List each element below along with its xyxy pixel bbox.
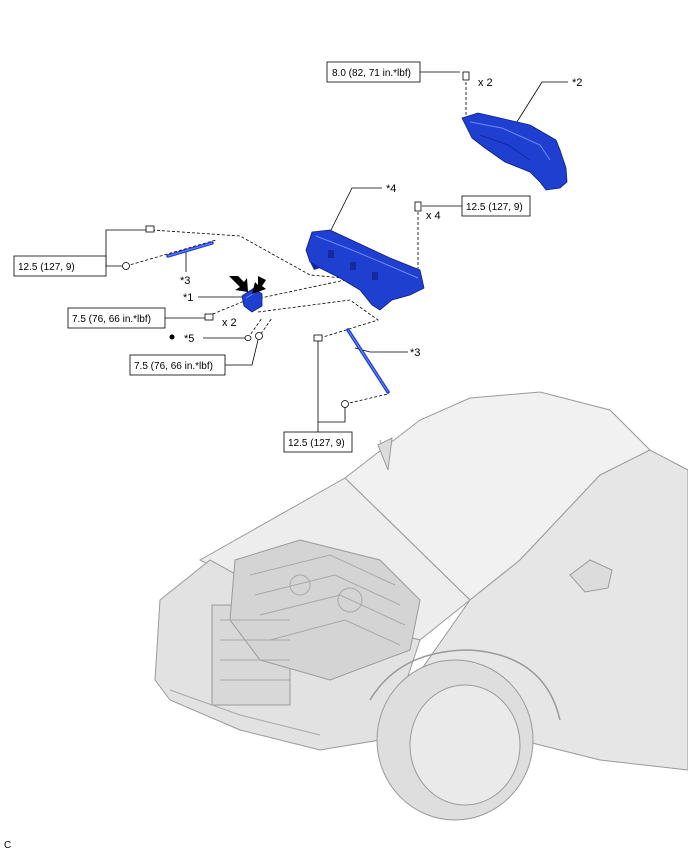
vehicle-tire-inner <box>409 684 521 806</box>
part-strut-right <box>346 328 390 394</box>
leader-lines <box>105 71 568 432</box>
torque-box-cowl: 8.0 (82, 71 in.*lbf) <box>326 61 421 83</box>
torque-box-nut: 7.5 (76, 66 in.*lbf) <box>129 354 226 376</box>
qty-small-bolts: x 2 <box>222 317 237 329</box>
callout-part3-left: *3 <box>180 275 190 287</box>
nut-icon <box>122 262 130 270</box>
arrow-icon <box>252 276 266 294</box>
vehicle-mirror <box>569 559 613 593</box>
torque-box-strut-left: 12.5 (127, 9) <box>13 255 107 277</box>
svg-text:8.0 (82, 71 in.*lbf): 8.0 (82, 71 in.*lbf) <box>332 68 411 79</box>
callout-part3-right: *3 <box>410 347 420 359</box>
vehicle-hood-prop <box>377 437 393 471</box>
torque-box-strut-right: 12.5 (127, 9) <box>283 431 353 453</box>
arrow-icon <box>229 276 248 292</box>
svg-text:7.5 (76, 66 in.*lbf): 7.5 (76, 66 in.*lbf) <box>72 314 151 325</box>
qty-cowl-bolts: x 2 <box>478 77 493 89</box>
torque-box-bracket: 12.5 (127, 9) <box>461 195 531 217</box>
figure-code: C <box>4 840 11 851</box>
callout-part1: *1 <box>183 292 193 304</box>
bolt-icon <box>313 334 323 342</box>
bolt-icon <box>204 313 214 321</box>
part-small-bracket <box>241 287 263 313</box>
vehicle-wheel-arch <box>369 649 561 721</box>
svg-text:12.5 (127, 9): 12.5 (127, 9) <box>288 438 345 449</box>
callout-part4: *4 <box>386 183 396 195</box>
clip-icon <box>244 335 252 341</box>
torque-box-small-bolts: 7.5 (76, 66 in.*lbf) <box>67 307 166 329</box>
svg-text:7.5 (76, 66 in.*lbf): 7.5 (76, 66 in.*lbf) <box>134 361 213 372</box>
part-bracket <box>305 229 425 311</box>
svg-text:12.5 (127, 9): 12.5 (127, 9) <box>18 262 75 273</box>
bullet-icon <box>169 334 175 340</box>
fasteners <box>122 71 470 408</box>
callout-part5: *5 <box>184 333 194 345</box>
vehicle-illustration <box>154 391 688 821</box>
qty-bracket-bolts: x 4 <box>426 210 441 222</box>
nut-icon <box>341 400 349 408</box>
bolt-icon <box>462 71 470 81</box>
bolt-icon <box>145 225 155 233</box>
part-cowl-cover <box>461 112 568 191</box>
svg-text:12.5 (127, 9): 12.5 (127, 9) <box>466 202 523 213</box>
callout-part2: *2 <box>572 77 582 89</box>
part-strut-left <box>166 241 214 258</box>
bolt-icon <box>414 201 422 212</box>
nut-icon <box>255 332 263 340</box>
view-arrows <box>229 276 266 294</box>
